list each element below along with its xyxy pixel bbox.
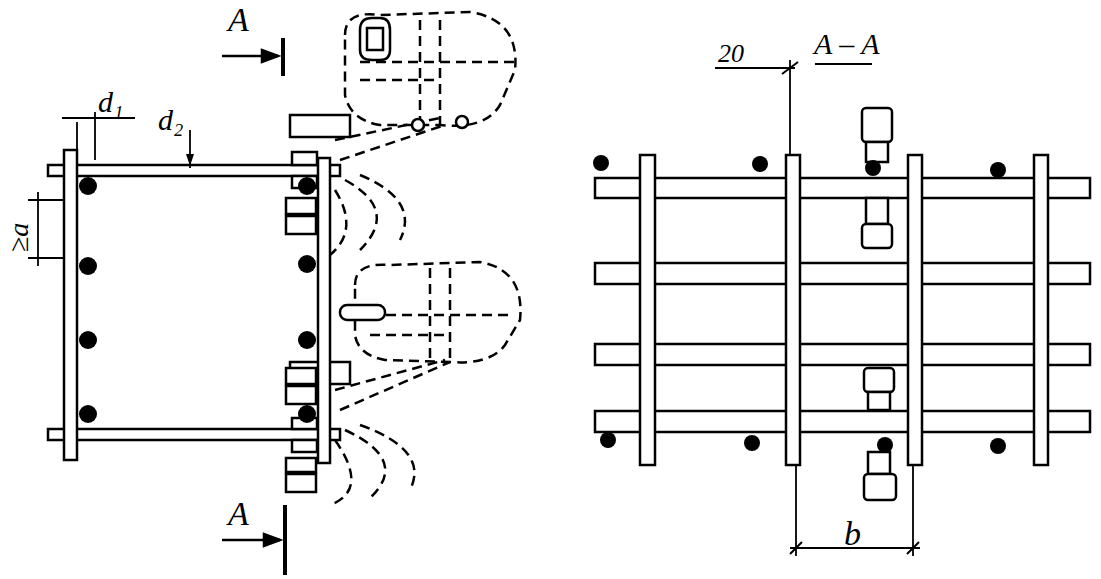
dimension-symbol: b	[842, 516, 863, 552]
section-title: A – A	[812, 28, 882, 60]
section-letter: A	[226, 2, 251, 38]
section-letter: A	[226, 496, 251, 532]
dimension-symbol: d₁	[96, 86, 125, 118]
dimension-value: 20	[716, 40, 746, 68]
dimension-symbol: ≥a	[4, 221, 34, 254]
dimension-symbol: d₂	[156, 104, 185, 136]
